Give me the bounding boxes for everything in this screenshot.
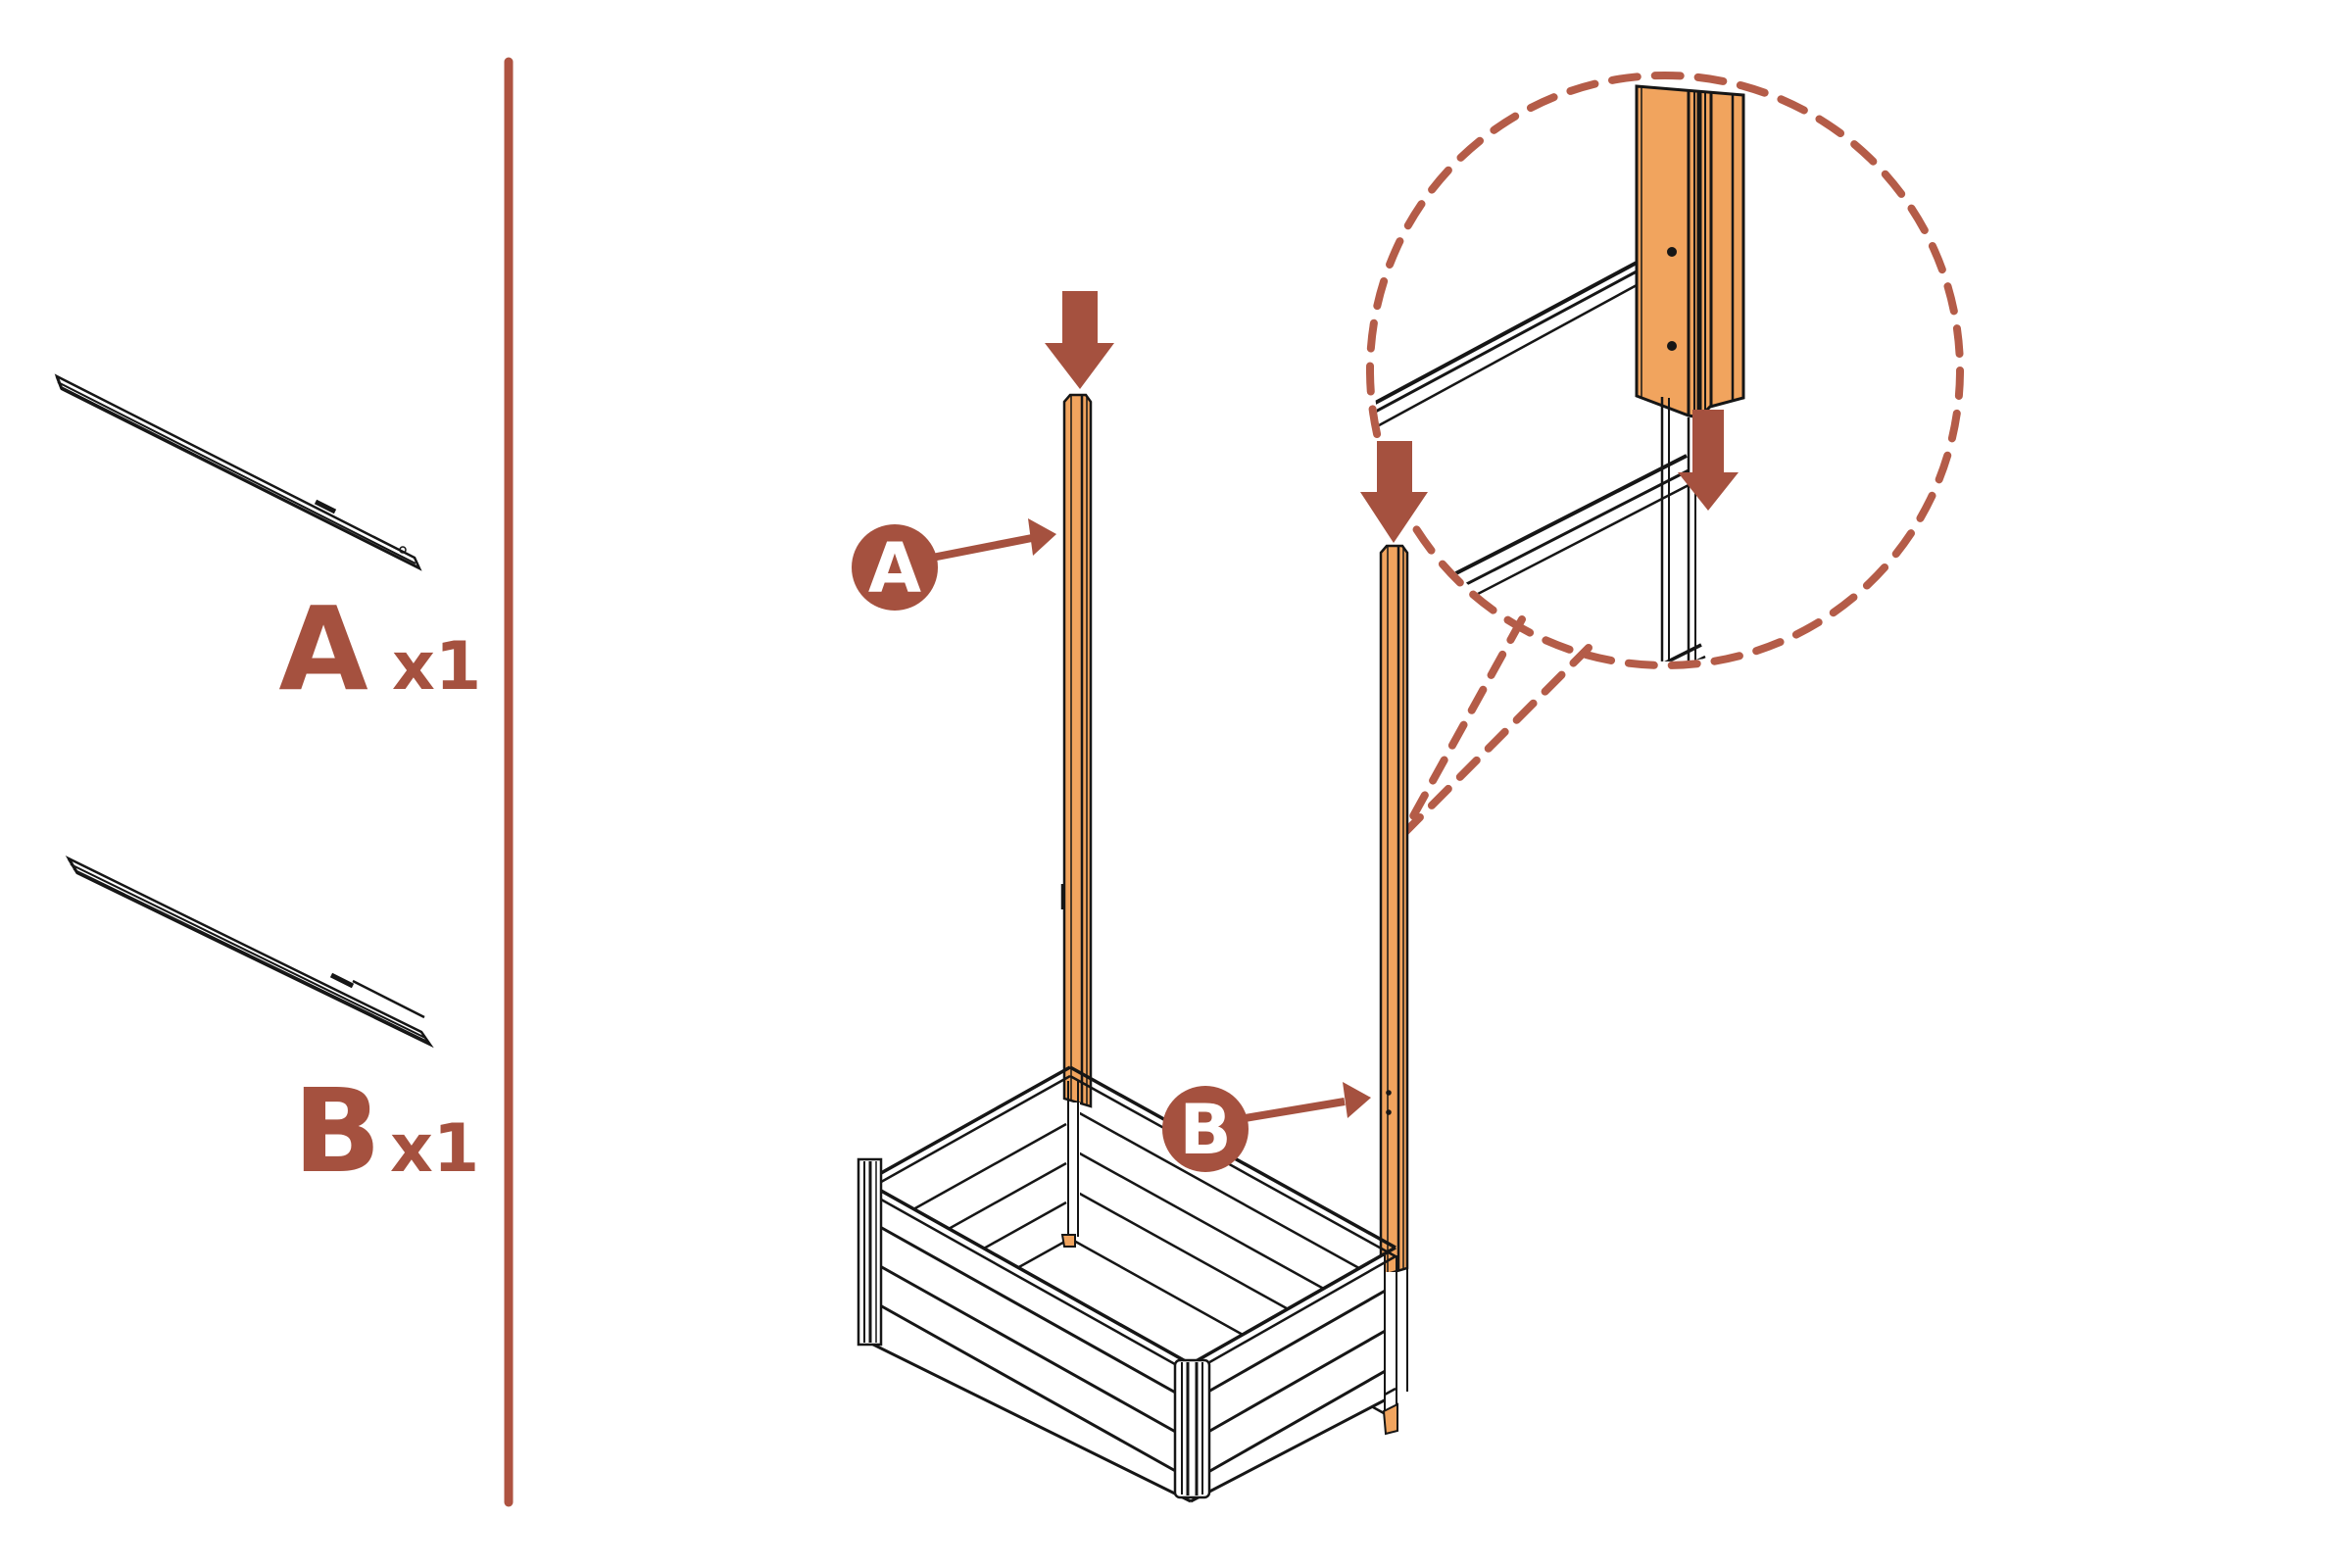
screw-hole-icon <box>1386 1109 1392 1115</box>
part-a-qty: x1 <box>392 628 481 706</box>
planter-box <box>857 1065 1408 1503</box>
callout-arrow-icon <box>1028 518 1056 556</box>
screw-hole-icon <box>1667 341 1677 351</box>
rail-step-notch <box>329 972 355 989</box>
callout-arrow-icon <box>1343 1082 1371 1118</box>
detail-magnified-post <box>1616 84 1745 662</box>
post-a-socket <box>1060 1081 1080 1248</box>
parts-panel: A x1 B x1 <box>54 57 514 1507</box>
part-a-drawing <box>54 373 422 571</box>
part-b-qty: x1 <box>390 1110 479 1188</box>
corner-post-south <box>1173 1358 1211 1499</box>
front-right-slats <box>1207 1283 1396 1474</box>
rail-end-hole <box>399 546 407 554</box>
front-left-wall <box>865 1182 1191 1501</box>
detail-circle <box>1366 72 1964 669</box>
callout-a-letter: A <box>868 528 921 609</box>
callout-badge-b: B <box>1162 1082 1371 1172</box>
assembly-scene: A B <box>852 291 1428 1503</box>
post-b-foot <box>1382 1402 1398 1436</box>
detail-view <box>1374 84 1745 662</box>
detail-board-top-edges <box>1374 261 1638 432</box>
corner-post-west <box>857 1157 883 1347</box>
screw-hole-icon <box>1667 247 1677 257</box>
down-arrow-icon <box>1045 291 1114 389</box>
screw-hole-icon <box>1386 1090 1392 1096</box>
rail-connector-notch <box>314 499 337 514</box>
callout-b-letter: B <box>1179 1090 1231 1170</box>
detail-board-lower-edges <box>1440 454 1691 612</box>
down-arrow-icon <box>1360 441 1428 543</box>
part-b-label: B <box>293 1063 381 1199</box>
front-left-slats <box>879 1225 1189 1480</box>
callout-badge-a: A <box>852 518 1056 611</box>
down-arrow-icon <box>1678 410 1739 511</box>
part-b-drawing <box>65 856 434 1049</box>
post-b <box>1379 544 1409 1278</box>
post-b-socket <box>1382 1248 1408 1436</box>
front-right-wall <box>1191 1253 1385 1501</box>
part-a-label: A <box>278 581 368 716</box>
post-a <box>1060 393 1093 1108</box>
post-a-foot <box>1060 1234 1076 1248</box>
magnifier-tail <box>1399 615 1592 838</box>
